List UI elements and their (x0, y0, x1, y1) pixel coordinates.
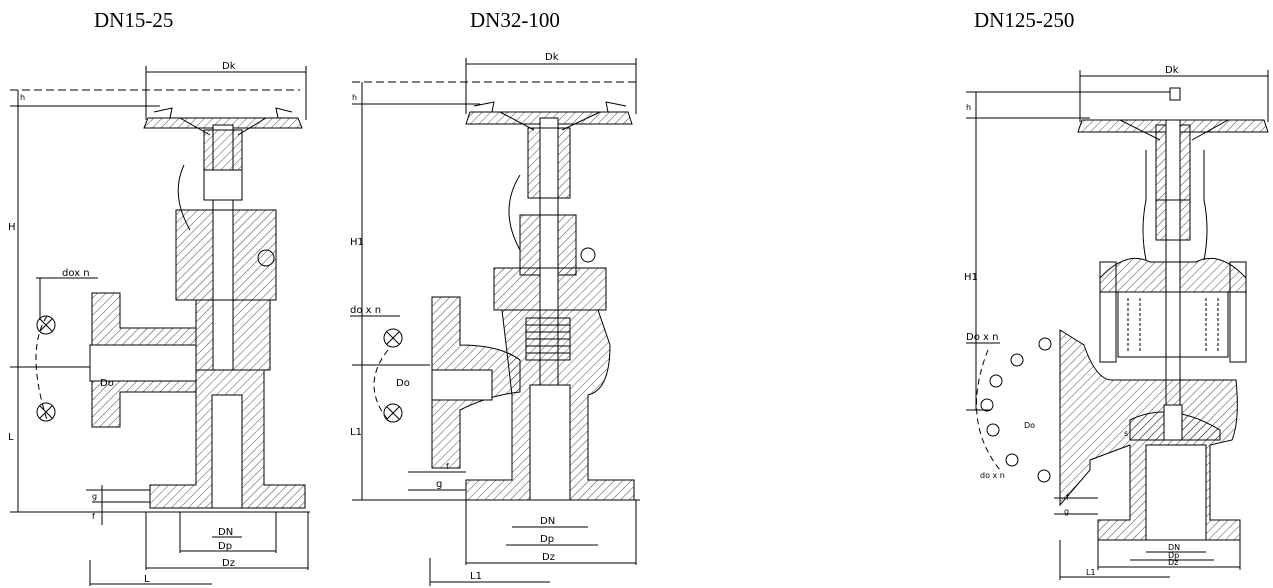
right-label-h: h (966, 103, 971, 112)
right-label-dk: Dk (1165, 65, 1179, 76)
mid-label-h: h (352, 93, 357, 102)
mid-label-h1: H1 (350, 237, 364, 248)
right-label-do-x-n: Do x n (966, 332, 998, 343)
right-label-dn: DN (1168, 543, 1180, 552)
left-label-f: f (92, 512, 95, 521)
mid-label-do-x-n: do x n (350, 305, 381, 316)
title-dn15-25: DN15-25 (94, 8, 174, 32)
left-label-dox-n: dox n (62, 268, 90, 279)
valve-left (10, 66, 310, 586)
right-label-do-x-n-small: do x n (980, 471, 1005, 480)
right-label-do: Do (1024, 421, 1035, 430)
left-label-dp: Dp (218, 541, 232, 552)
right-label-s: s (1124, 429, 1128, 438)
title-dn125-250: DN125-250 (974, 8, 1075, 32)
mid-label-dk: Dk (545, 52, 559, 63)
mid-label-f: f (446, 462, 449, 471)
mid-label-l1-vertical: L1 (350, 427, 362, 438)
left-label-dn: DN (218, 527, 233, 538)
left-label-dk: Dk (222, 61, 236, 72)
right-label-l1-horizontal: L1 (1086, 568, 1096, 577)
right-label-f: f (1066, 493, 1069, 502)
mid-label-dn: DN (540, 516, 555, 527)
mid-label-g: g (436, 479, 442, 490)
right-label-dz: Dz (1168, 558, 1178, 567)
left-label-g: g (92, 492, 97, 501)
left-label-dz: Dz (222, 558, 235, 569)
right-label-h1: H1 (964, 272, 978, 283)
valve-middle (350, 58, 640, 586)
right-label-dp: Dp (1168, 551, 1179, 560)
right-label-g: g (1064, 507, 1069, 516)
left-label-h: h (20, 93, 25, 102)
mid-label-l1-horizontal: L1 (470, 571, 482, 582)
title-dn32-100: DN32-100 (470, 8, 560, 32)
left-label-do: Do (100, 378, 114, 389)
mid-label-dz: Dz (542, 552, 555, 563)
valve-right (966, 70, 1269, 580)
left-label-l-horizontal: L (144, 574, 150, 585)
left-label-H: H (8, 222, 16, 233)
mid-label-dp: Dp (540, 534, 554, 545)
mid-label-do: Do (396, 378, 410, 389)
left-label-l-vertical: L (8, 432, 14, 443)
